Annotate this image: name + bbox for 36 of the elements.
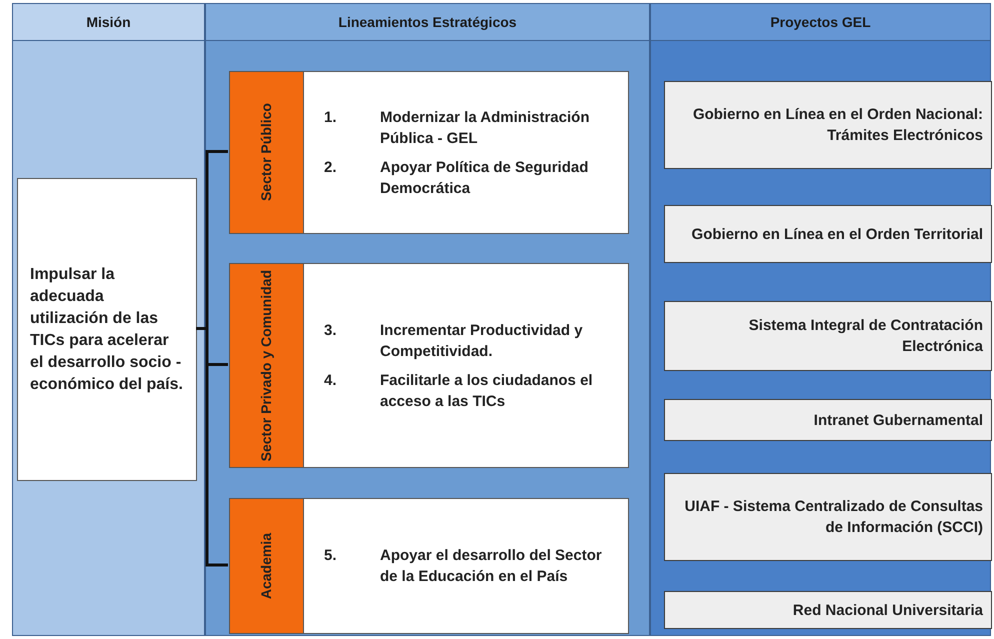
column-panel (650, 3, 991, 636)
item-text: Modernizar la Administración Pública - GEL (380, 108, 590, 148)
column-header: Lineamientos Estratégicos (206, 4, 649, 41)
sector-box (229, 263, 629, 468)
project-text: Gobierno en Línea en el Orden Nacional: Trámites Electrónicos (692, 105, 983, 146)
sector-label: Sector Privado y Comunidad (258, 270, 275, 462)
project-box (664, 399, 992, 441)
project-box (664, 473, 992, 561)
item-text: Facilitarle a los ciudadanos el acceso a las TICs (380, 370, 594, 412)
project-box (664, 81, 992, 169)
project-box (664, 301, 992, 371)
mission-text: Impulsar la adecuada utilización de las TICs para acelerar el desarrollo socio - económico del país. (30, 264, 184, 394)
column-panel (12, 3, 205, 636)
project-text: Sistema Integral de Contratación Electrónica (748, 316, 983, 357)
item-number: 5. (324, 546, 338, 566)
item-number: 4. (324, 370, 338, 390)
project-box (664, 205, 992, 263)
project-text: UIAF - Sistema Centralizado de Consultas de Información (SCCI) (684, 497, 983, 538)
column-panel (205, 3, 650, 636)
sector-box (229, 71, 629, 234)
item-number: 2. (324, 158, 338, 178)
project-text: Intranet Gubernamental (814, 410, 983, 430)
sector-box (229, 498, 629, 634)
column-header: Misión (13, 4, 204, 41)
item-text: Apoyar Política de Seguridad Democrática (380, 158, 590, 198)
project-text: Gobierno en Línea en el Orden Territorial (692, 224, 983, 244)
sector-label: Academia (258, 532, 275, 600)
project-text: Red Nacional Universitaria (792, 600, 983, 620)
column-header: Proyectos GEL (651, 4, 990, 41)
item-number: 3. (324, 320, 338, 340)
item-number: 1. (324, 108, 338, 128)
sector-label: Sector Público (258, 103, 275, 202)
item-text: Incrementar Productividad y Competitividad. (380, 320, 584, 362)
item-text: Apoyar el desarrollo del Sector de la Educación en el País (380, 546, 603, 587)
project-box (664, 591, 992, 629)
mission-box (17, 178, 197, 481)
